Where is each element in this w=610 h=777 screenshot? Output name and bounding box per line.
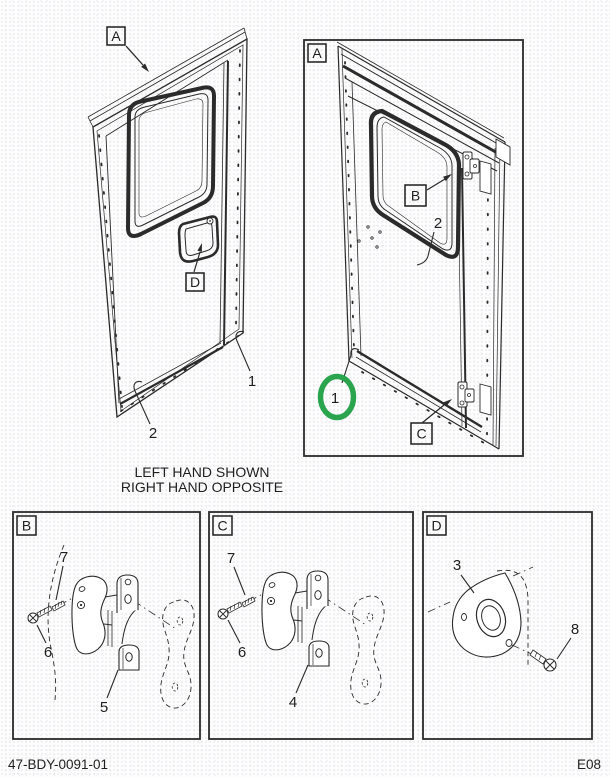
rivet-row [235, 49, 241, 327]
highlight-circle [317, 373, 357, 421]
detail-b-ref: B [404, 174, 452, 207]
assembly-view: A [303, 39, 524, 457]
detail-c-ref: C [410, 399, 452, 445]
door-window [125, 85, 217, 238]
note-line-2: RIGHT HAND OPPOSITE [121, 479, 283, 495]
rivet-row [486, 169, 489, 441]
detail-d-ref-tag: D [190, 274, 200, 290]
door-edge-reference [47, 544, 65, 701]
callout-3-text: 3 [453, 557, 461, 574]
assembly-door-frame [336, 41, 506, 450]
detail-c-view: C 7 6 4 [208, 511, 414, 740]
callout-5-text: 5 [100, 699, 108, 716]
detail-c-arrow [421, 404, 445, 424]
assembly-view-tag: A [312, 45, 322, 61]
lower-hinge-icon [457, 381, 475, 408]
view-a-arrow [125, 45, 144, 66]
callout-2-text: 2 [434, 215, 442, 232]
callout-6-c: 6 [227, 619, 246, 661]
detail-d-tag: D [431, 518, 441, 534]
callout-7-text: 7 [227, 550, 235, 567]
callout-6-text: 6 [238, 644, 246, 661]
access-cover [177, 215, 220, 263]
detail-d-ref: D [185, 243, 205, 292]
detail-b-ref-tag: B [411, 188, 420, 204]
hinge-plate-lower [479, 383, 492, 416]
assembly-view-frame [303, 39, 524, 457]
main-door-view: A D 1 2 [87, 26, 256, 442]
header-end-cap [495, 138, 511, 166]
callout-4-c: 4 [289, 664, 309, 711]
detail-c-ref-tag: C [416, 426, 426, 442]
callout-2-main: 2 [133, 380, 157, 442]
detail-b-arrow [426, 178, 446, 191]
rivet-row [344, 61, 355, 351]
assembly-view-label: A [307, 43, 327, 63]
callout-8-text: 8 [571, 621, 579, 638]
footer: 47-BDY-0091-01 E08 [8, 757, 601, 772]
axis-line [427, 566, 534, 613]
callout-7-text: 7 [60, 549, 68, 566]
view-a-label: A [106, 26, 149, 72]
detail-c-tag: C [217, 518, 227, 534]
callout-3-d: 3 [453, 557, 475, 594]
callout-7-c: 7 [227, 550, 246, 596]
panel-holes [357, 225, 382, 249]
detail-d-frame [422, 511, 593, 740]
escutcheon-plate [451, 572, 522, 658]
callout-2-assembly: 2 [416, 215, 442, 266]
detail-b-tag: B [22, 518, 31, 534]
callout-6-b: 6 [36, 624, 52, 661]
door-header-rail [340, 53, 511, 172]
upper-hinge-icon [462, 151, 480, 180]
detail-d-view: D 3 8 [422, 511, 593, 740]
hand-note: LEFT HAND SHOWN RIGHT HAND OPPOSITE [121, 464, 283, 495]
page-code: E08 [577, 757, 601, 772]
hinge-plate-upper [479, 160, 492, 195]
note-line-1: LEFT HAND SHOWN [134, 464, 269, 480]
callout-4-text: 4 [289, 694, 297, 711]
callout-1-text: 1 [331, 390, 339, 407]
screw-icon [529, 649, 557, 672]
callout-6-text: 6 [44, 644, 52, 661]
drawing-number: 47-BDY-0091-01 [8, 757, 108, 772]
callout-5-b: 5 [100, 669, 119, 716]
callout-1-main: 1 [235, 330, 256, 390]
callout-1-assembly: 1 [317, 348, 360, 421]
detail-b-frame [12, 511, 201, 740]
rivet-row [98, 134, 123, 408]
callout-2-text: 2 [149, 425, 157, 442]
view-a-tag: A [111, 28, 121, 44]
callout-7-b: 7 [55, 549, 68, 601]
callout-8-d: 8 [556, 621, 579, 660]
axis-line [511, 644, 535, 656]
detail-b-view: B 7 6 5 [12, 511, 201, 740]
door-leaf [105, 59, 229, 405]
assembly-door-window [368, 108, 462, 259]
door-corner-hidden-edge [496, 569, 529, 668]
callout-1-text: 1 [248, 373, 256, 390]
detail-d-arrow [193, 251, 201, 273]
detail-c-frame [208, 511, 414, 740]
